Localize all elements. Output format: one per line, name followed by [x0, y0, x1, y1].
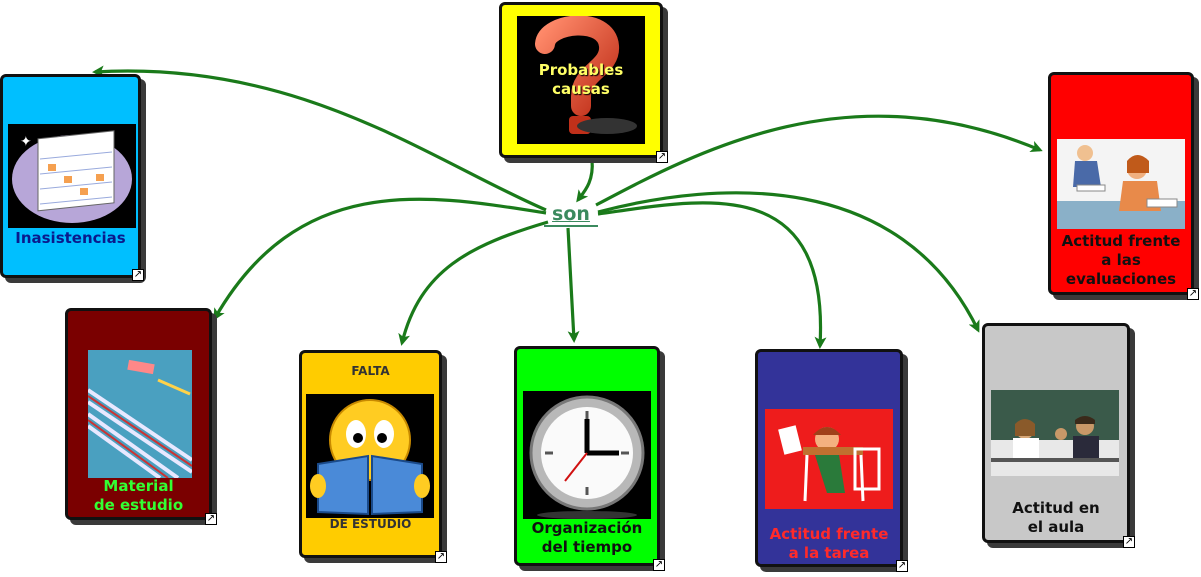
notebooks-image [88, 350, 192, 478]
center-node-probables-causas[interactable]: Probables causas ↗ [499, 2, 668, 163]
sleeping-student-image [765, 409, 893, 509]
arrow-to-aula [597, 191, 980, 333]
question-mark-image [517, 16, 645, 144]
classroom-photo [991, 390, 1119, 476]
node-label: Actitud frente a la tarea [769, 525, 889, 562]
arrow-to-inasistencias [92, 65, 547, 212]
sleeping-student-icon [765, 409, 893, 509]
arrow-to-material [213, 197, 547, 321]
reading-smiley-icon [310, 399, 430, 516]
calendar-icon: ✦ [12, 130, 132, 223]
link-icon[interactable]: ↗ [1187, 288, 1199, 300]
arrow-to-organizacion [566, 227, 580, 343]
clock-image [523, 391, 651, 519]
node-inasistencias[interactable]: ✦ Inasistencias ↗ [0, 74, 144, 281]
center-node-label: Probables causas [538, 61, 624, 98]
svg-text:✦: ✦ [20, 134, 32, 150]
link-icon[interactable]: ↗ [653, 559, 665, 571]
node-label: Inasistencias [15, 229, 126, 247]
node-falta-de-estudio[interactable]: FALTA DE ESTUDIO ↗ [299, 350, 447, 563]
node-material-de-estudio[interactable]: Material de estudio ↗ [65, 308, 217, 525]
node-label: Material de estudio [93, 477, 184, 514]
calendar-image: ✦ [8, 124, 136, 228]
question-mark-icon [535, 16, 637, 134]
exam-students-icon [1057, 139, 1185, 229]
link-icon[interactable]: ↗ [205, 513, 217, 525]
clock-icon [529, 395, 645, 519]
node-label: Organización del tiempo [531, 519, 643, 556]
arrow-to-falta [398, 220, 549, 346]
exam-students-image [1057, 139, 1185, 229]
link-icon[interactable]: ↗ [656, 151, 668, 163]
link-icon[interactable]: ↗ [132, 269, 144, 281]
arrow-to-evaluaciones [595, 114, 1043, 207]
node-actitud-frente-a-las-evaluaciones[interactable]: Actitud frente a las evaluaciones ↗ [1048, 72, 1199, 300]
node-actitud-en-el-aula[interactable]: Actitud en el aula ↗ [982, 323, 1135, 548]
node-actitud-frente-a-la-tarea[interactable]: Actitud frente a la tarea ↗ [755, 349, 908, 572]
node-label: DE ESTUDIO [329, 517, 412, 531]
classroom-image [991, 390, 1119, 476]
arrow-center-to-son [576, 159, 594, 203]
notebooks-icon [88, 350, 192, 478]
reading-smiley-image [306, 394, 434, 518]
node-label: Actitud frente a las evaluaciones [1061, 232, 1181, 288]
link-icon[interactable]: ↗ [435, 551, 447, 563]
link-icon[interactable]: ↗ [896, 560, 908, 572]
link-icon[interactable]: ↗ [1123, 536, 1135, 548]
node-label-top: FALTA [351, 364, 390, 378]
arrow-to-tarea [597, 201, 827, 349]
connector-son[interactable]: son [544, 202, 598, 227]
node-organizacion-del-tiempo[interactable]: Organización del tiempo ↗ [514, 346, 665, 571]
node-label: Actitud en el aula [1012, 499, 1100, 536]
